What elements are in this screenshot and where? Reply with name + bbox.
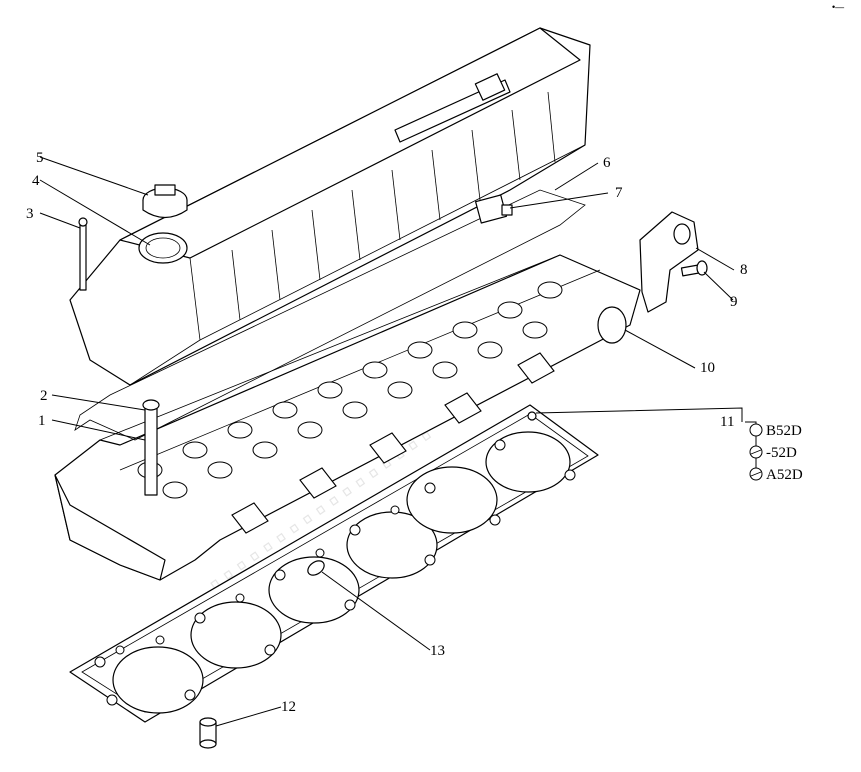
variant-a52d: A52D	[766, 467, 803, 483]
callout-8: 8	[740, 262, 748, 278]
callout-10: 10	[700, 360, 715, 376]
callout-1: 1	[38, 413, 46, 429]
callout-labels: 1 2 3 4 5 6 7 8 9 10 11 12 13	[26, 150, 748, 715]
cover-ribs	[231, 91, 556, 321]
variant-symbol-b52d	[749, 423, 763, 437]
port-flange-10	[597, 306, 627, 344]
exhaust-ports	[231, 352, 555, 534]
callout-13: 13	[430, 643, 445, 659]
gasket-marker	[527, 411, 537, 421]
head-gasket	[69, 404, 599, 723]
variant-symbols	[749, 423, 763, 481]
gasket-holes	[94, 439, 576, 706]
cylinder-head	[54, 254, 641, 581]
callout-4: 4	[32, 173, 40, 189]
variant-labels: B52D -52D A52D	[766, 423, 803, 483]
lifting-bracket	[639, 211, 699, 313]
callout-3: 3	[26, 206, 34, 222]
oil-filler-cap	[142, 184, 188, 219]
sensor-connector	[474, 194, 513, 224]
callout-2: 2	[40, 388, 48, 404]
gasket-cylinder-bores	[112, 431, 571, 714]
callout-6: 6	[603, 155, 611, 171]
o-ring	[307, 560, 325, 576]
bracket-bolt	[680, 260, 708, 277]
callout-12: 12	[281, 699, 296, 715]
callout-9: 9	[730, 294, 738, 310]
dowel-sleeve	[199, 717, 217, 749]
variant-b52d: B52D	[766, 423, 802, 439]
leader-lines	[39, 156, 757, 727]
variant-52d: -52D	[766, 445, 797, 461]
corner-mark: •—	[832, 2, 844, 12]
valve-cover-gasket	[74, 189, 586, 441]
cover-boss	[474, 73, 506, 101]
valve-cover	[69, 27, 591, 386]
dipstick-bolt	[78, 217, 88, 291]
head-bolt	[142, 399, 160, 496]
callout-5: 5	[36, 150, 44, 166]
callout-7: 7	[615, 185, 623, 201]
callout-11: 11	[720, 414, 734, 430]
